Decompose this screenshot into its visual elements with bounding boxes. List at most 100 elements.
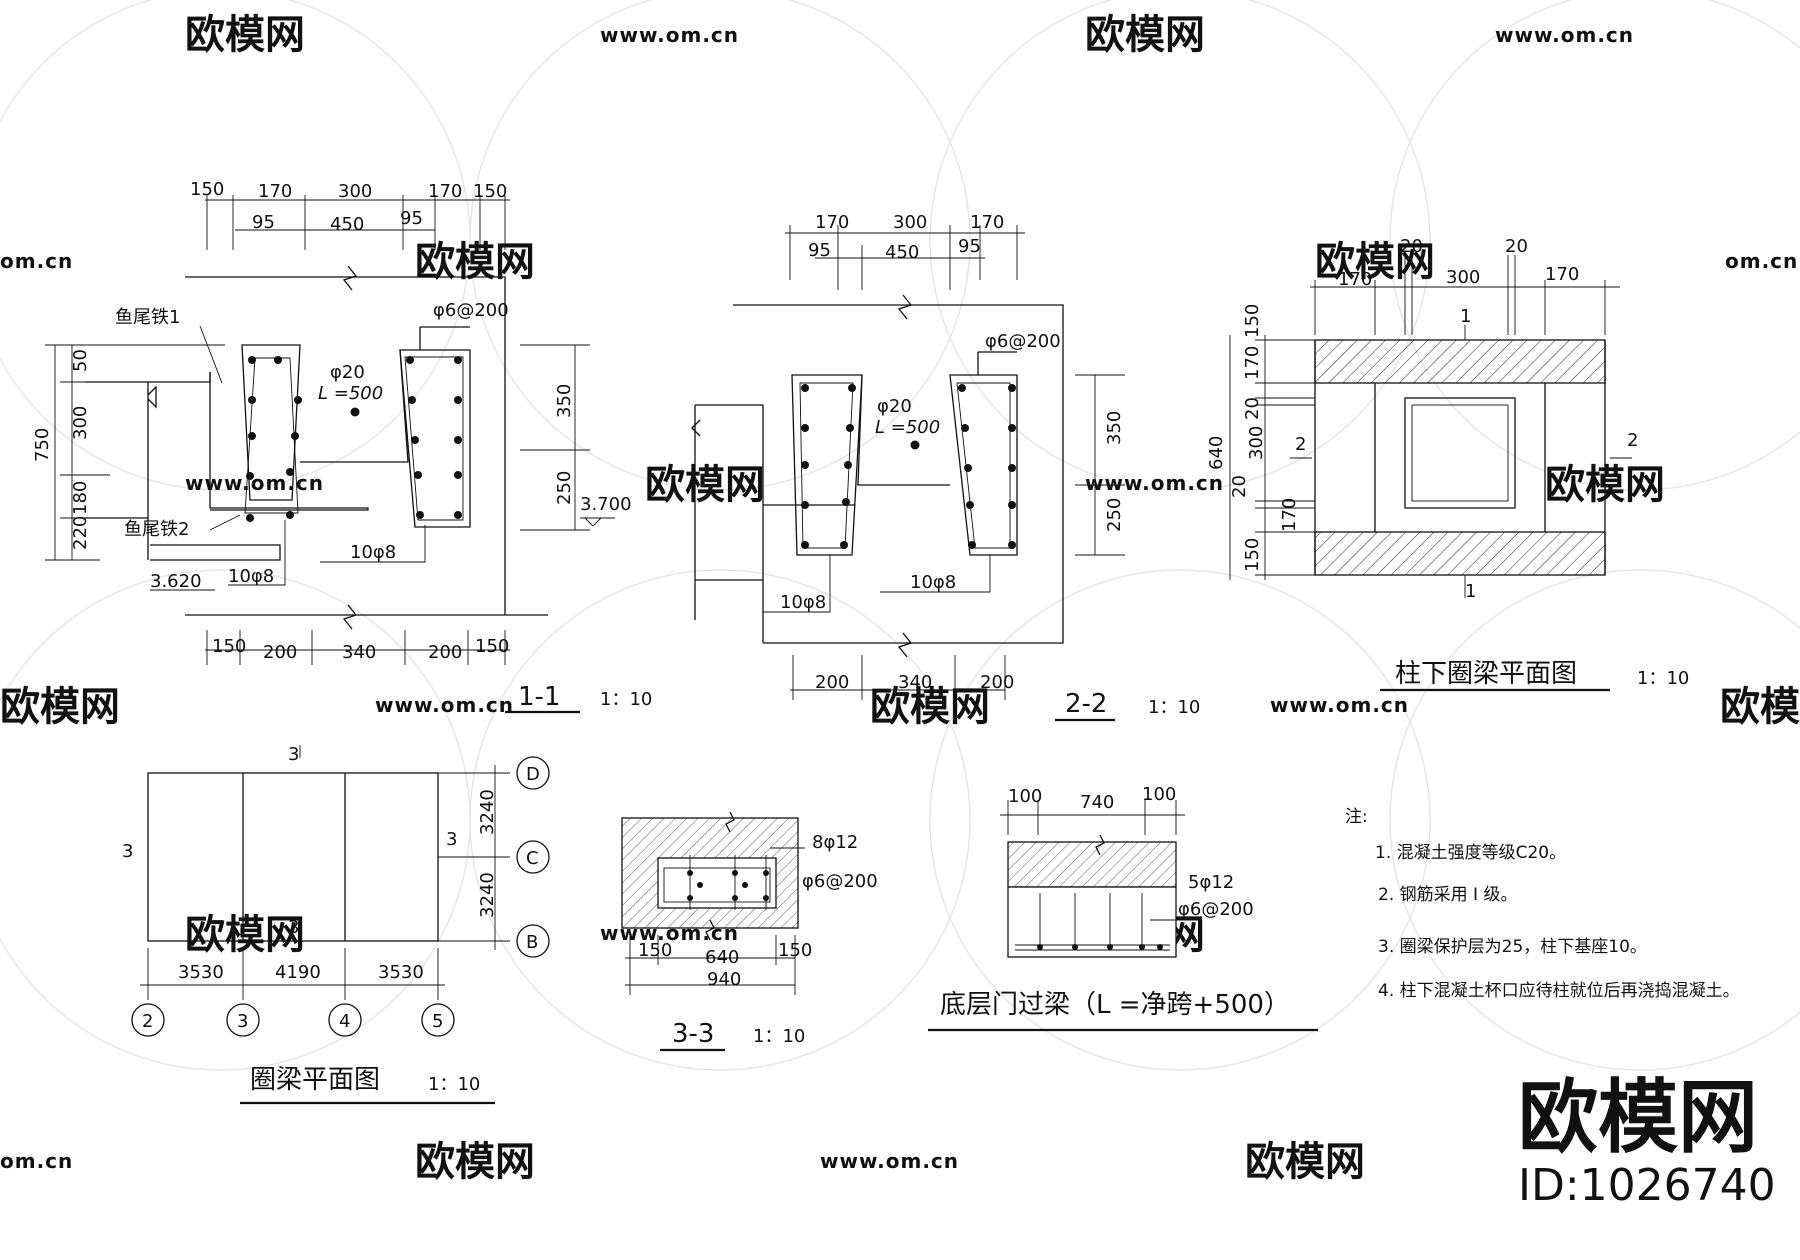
section-2-2-rebars — [801, 384, 1016, 549]
watermark-brand: 欧模网 — [0, 684, 120, 730]
break-mark — [705, 919, 715, 941]
dim-right-a: 350 — [1104, 411, 1125, 445]
dim-top1-b: 300 — [893, 212, 927, 233]
dim-a: 100 — [1008, 786, 1042, 807]
watermark-layer: 欧模网 欧模网 www.om.cn www.om.cn 欧模网 欧模网 om.c… — [0, 0, 1800, 1185]
ring-beam-section — [657, 857, 777, 909]
plan-outline — [1290, 325, 1632, 598]
watermark-url: om.cn — [1725, 249, 1798, 273]
dim-left-a: 150 — [1242, 304, 1263, 338]
section-3-3-scale: 1：10 — [753, 1026, 805, 1047]
notes-heading: 注: — [1345, 807, 1368, 827]
dim-top-d: 20 — [1505, 236, 1528, 257]
dim-left-b: 300 — [70, 406, 91, 440]
lintel-dimension-lines — [1000, 800, 1185, 835]
watermark-brand: 欧模网 — [1085, 12, 1205, 58]
section-2-2-dimension-lines — [785, 225, 1125, 700]
leader-rebar-a — [763, 555, 831, 613]
watermark-brand: 欧模网 — [185, 12, 305, 58]
watermark-url: www.om.cn — [1495, 23, 1634, 47]
note-item: 2. 钢筋采用 I 级。 — [1378, 885, 1517, 905]
watermark-brand: 欧模网 — [645, 462, 765, 508]
watermark-url: om.cn — [0, 249, 73, 273]
brand-stamp: 欧模网 ID:1026740 — [1518, 1071, 1776, 1211]
notes-block: 注: 1. 混凝土强度等级C20。 2. 钢筋采用 I 级。 3. 圈梁保护层为… — [1345, 807, 1740, 1001]
dim-left-e: 20 — [1229, 475, 1250, 498]
dim-left-f: 170 — [1279, 498, 1300, 532]
label-rebar: 8φ12 — [812, 832, 858, 853]
axis-label-b: B — [526, 932, 538, 953]
dim-c: 100 — [1142, 784, 1176, 805]
watermark-brand: 欧模网 — [1315, 239, 1435, 285]
watermark-brand: 欧模网 — [1245, 1139, 1365, 1185]
watermark-url: om.cn — [0, 1149, 73, 1173]
hatched-beam-top — [1314, 339, 1606, 384]
cut-label-right: 3 — [446, 829, 457, 850]
cut-mark-left: 2 — [1295, 434, 1306, 455]
leader-rebar-a — [228, 520, 286, 586]
dim-b: 640 — [705, 947, 739, 968]
watermark-url: www.om.cn — [600, 23, 739, 47]
plan-dimension-lines — [1229, 255, 1620, 580]
dim-right-a: 3240 — [477, 789, 498, 835]
label-rebar-a: 10φ8 — [780, 592, 826, 613]
label-stirrup: φ6@200 — [985, 331, 1061, 352]
cut-mark-right: 2 — [1627, 430, 1638, 451]
plan-column-beam-scale: 1：10 — [1637, 668, 1689, 689]
axis-label-2: 2 — [142, 1011, 153, 1032]
label-rebar-b: 10φ8 — [910, 572, 956, 593]
watermark-brand: 欧模网 — [870, 684, 990, 730]
dim-bottom-a: 200 — [815, 672, 849, 693]
plan-ring-beam-title: 圈梁平面图 — [250, 1065, 380, 1095]
dim-bottom-e: 150 — [475, 636, 509, 657]
dim-right-b: 3240 — [477, 872, 498, 918]
leader-fishtail-2 — [209, 514, 241, 531]
axis-label-4: 4 — [339, 1011, 350, 1032]
hatched-lintel-top — [1007, 841, 1177, 888]
dim-top-a: 170 — [1338, 269, 1372, 290]
note-item: 3. 圈梁保护层为25，柱下基座10。 — [1378, 937, 1647, 957]
dim-left-total: 750 — [32, 428, 53, 462]
dim-right-a: 350 — [554, 384, 575, 418]
dim-left-a: 50 — [70, 349, 91, 372]
label-stirrup: φ6@200 — [802, 871, 878, 892]
dim-top2-c: 95 — [958, 236, 981, 257]
watermark-url: www.om.cn — [375, 693, 514, 717]
section-2-2: 170 300 170 95 450 95 200 340 200 350 25… — [691, 212, 1200, 722]
dim-left-b: 170 — [1242, 346, 1263, 380]
section-1-1: 150 170 300 170 150 95 450 95 150 200 34… — [32, 179, 652, 714]
dim-top2-b: 450 — [330, 214, 364, 235]
dim-bottom-b: 340 — [898, 672, 932, 693]
dim-bottom-c: 200 — [980, 672, 1014, 693]
axis-label-d: D — [526, 764, 540, 785]
cut-mark-top: 1 — [1460, 306, 1471, 327]
break-mark — [1095, 834, 1105, 856]
dim-b: 740 — [1080, 792, 1114, 813]
stirrup-outline — [663, 867, 771, 903]
leader-rebar-b — [880, 555, 991, 593]
dim-right-b: 250 — [1104, 498, 1125, 532]
dim-bottom-b: 4190 — [275, 962, 321, 983]
plan-column-ring-beam: 170 20 300 20 170 150 170 20 300 20 170 … — [1206, 236, 1689, 692]
lintel-body — [1007, 886, 1177, 958]
watermark-brand: 欧模网 — [185, 912, 305, 958]
dim-left-g: 150 — [1242, 538, 1263, 572]
dim-top1-d: 170 — [428, 181, 462, 202]
dim-top2-a: 95 — [252, 212, 275, 233]
plan-ring-beam-scale: 1：10 — [428, 1074, 480, 1095]
label-stirrup: φ6@200 — [433, 300, 509, 321]
watermark-url: www.om.cn — [820, 1149, 959, 1173]
watermark-arcs — [0, 0, 1800, 1071]
axis-bubbles — [131, 756, 550, 1037]
leader-fishtail-1 — [199, 325, 223, 384]
plan-column-beam-title: 柱下圈梁平面图 — [1395, 659, 1577, 689]
dim-left-d: 220 — [70, 516, 91, 550]
dim-top1-a: 170 — [815, 212, 849, 233]
section-2-2-title: 2-2 — [1065, 689, 1107, 719]
section-2-2-scale: 1：10 — [1148, 697, 1200, 718]
ring-beam-grid — [140, 745, 510, 1000]
break-mark — [725, 811, 735, 833]
dim-top2-a: 95 — [808, 240, 831, 261]
plan-ring-beam: 3 3 3 3 3530 4190 3530 3240 3240 D C B 2… — [122, 744, 550, 1105]
